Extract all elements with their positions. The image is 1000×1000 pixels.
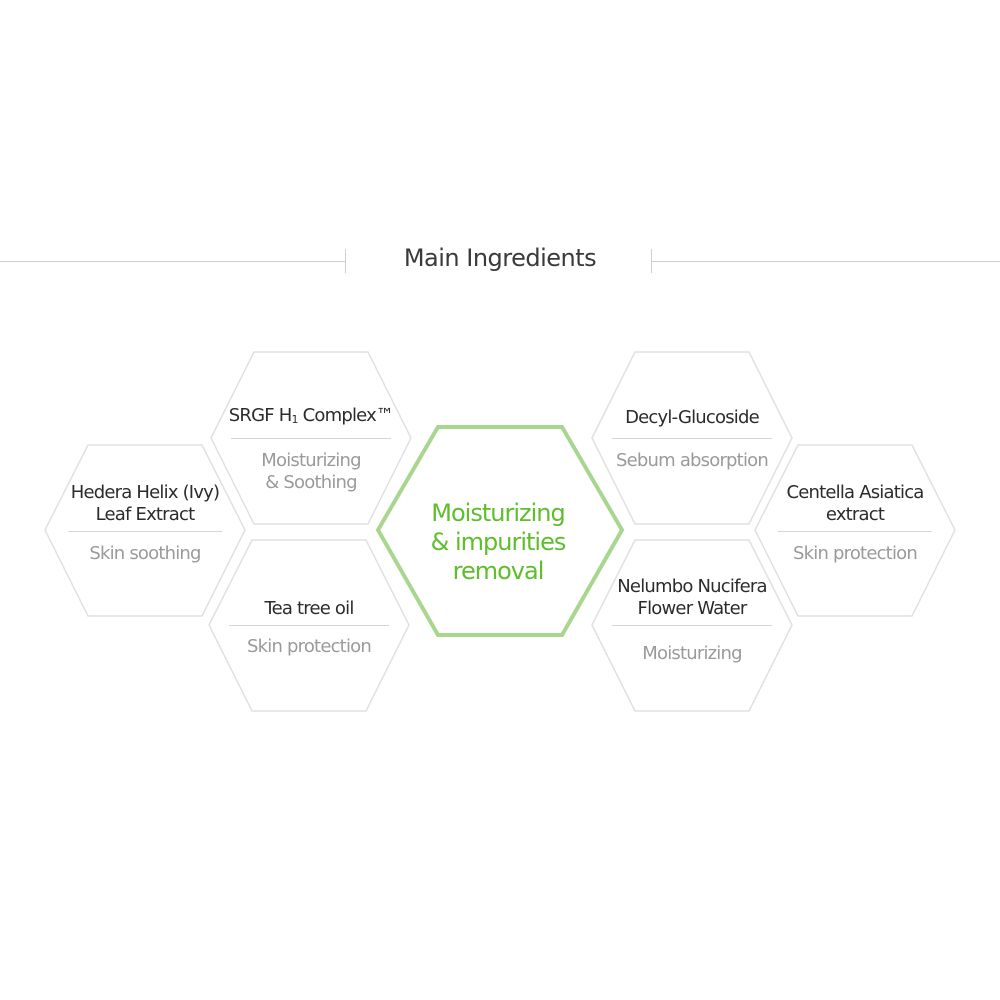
ingredient-benefit-nelumbo-line1: Moisturizing (642, 643, 742, 664)
hex-nelumbo-divider (612, 625, 772, 626)
ingredient-name-nelumbo-line2: Flower Water (637, 598, 748, 619)
hex-teatree-divider (229, 625, 389, 626)
ingredient-benefit-centella: Skin protection (793, 543, 918, 565)
hex-centella-divider (778, 531, 932, 532)
ingredient-name-centella-line2: extract (825, 504, 885, 525)
ingredient-name-decyl-line1: Decyl-Glucoside (625, 407, 760, 428)
center-benefit-line2: & impurities (430, 528, 567, 556)
ingredient-benefit-teatree: Skin protection (247, 636, 372, 658)
hex-decyl-outline (591, 351, 793, 525)
ingredient-name-srgf-part2: Complex™ (302, 405, 394, 426)
ingredient-benefit-srgf: Moisturizing& Soothing (261, 450, 361, 494)
hex-centella-outline (754, 444, 956, 617)
hex-hedera-outline (44, 444, 246, 617)
ingredient-benefit-hedera-line1: Skin soothing (89, 543, 201, 564)
title-rule-left (0, 261, 345, 262)
ingredient-name-srgf-part1: SRGF H (228, 405, 292, 426)
ingredient-name-hedera: Hedera Helix (Ivy)Leaf Extract (71, 482, 220, 526)
ingredient-name-hedera-line1: Hedera Helix (Ivy) (70, 482, 220, 503)
ingredient-name-teatree: Tea tree oil (264, 598, 354, 620)
hex-hedera-divider (68, 531, 222, 532)
title-tick-left (345, 249, 346, 273)
ingredient-benefit-teatree-line1: Skin protection (247, 636, 372, 657)
ingredient-name-hedera-line2: Leaf Extract (95, 504, 196, 525)
hex-srgf-outline (210, 351, 412, 525)
ingredient-name-nelumbo-line1: Nelumbo Nucifera (617, 576, 767, 597)
ingredient-benefit-srgf-line1: Moisturizing (261, 450, 361, 471)
hex-nelumbo-outline (591, 539, 793, 712)
page-title: Main Ingredients (403, 244, 597, 272)
center-benefit: Moisturizing & impurities removal (430, 499, 567, 586)
ingredient-name-centella-line1: Centella Asiatica (786, 482, 924, 503)
ingredient-benefit-srgf-line2: & Soothing (265, 472, 357, 493)
hex-center-outline (375, 425, 625, 637)
ingredient-name-teatree-line1: Tea tree oil (264, 598, 354, 619)
ingredient-benefit-nelumbo: Moisturizing (642, 643, 742, 665)
hex-teatree-outline (208, 539, 410, 712)
ingredient-name-decyl: Decyl-Glucoside (625, 407, 760, 429)
hex-srgf-divider (231, 438, 391, 439)
ingredient-benefit-hedera: Skin soothing (89, 543, 201, 565)
title-rule-right (651, 261, 1000, 262)
center-benefit-line3: removal (452, 557, 545, 585)
center-benefit-line1: Moisturizing (431, 499, 565, 527)
ingredient-name-srgf: SRGF H1 Complex™ (228, 405, 394, 431)
ingredient-benefit-decyl: Sebum absorption (616, 450, 769, 472)
hex-decyl-divider (612, 438, 772, 439)
ingredient-name-srgf-subscript: 1 (291, 413, 299, 426)
ingredient-benefit-centella-line1: Skin protection (793, 543, 918, 564)
ingredient-benefit-decyl-line1: Sebum absorption (616, 450, 769, 471)
